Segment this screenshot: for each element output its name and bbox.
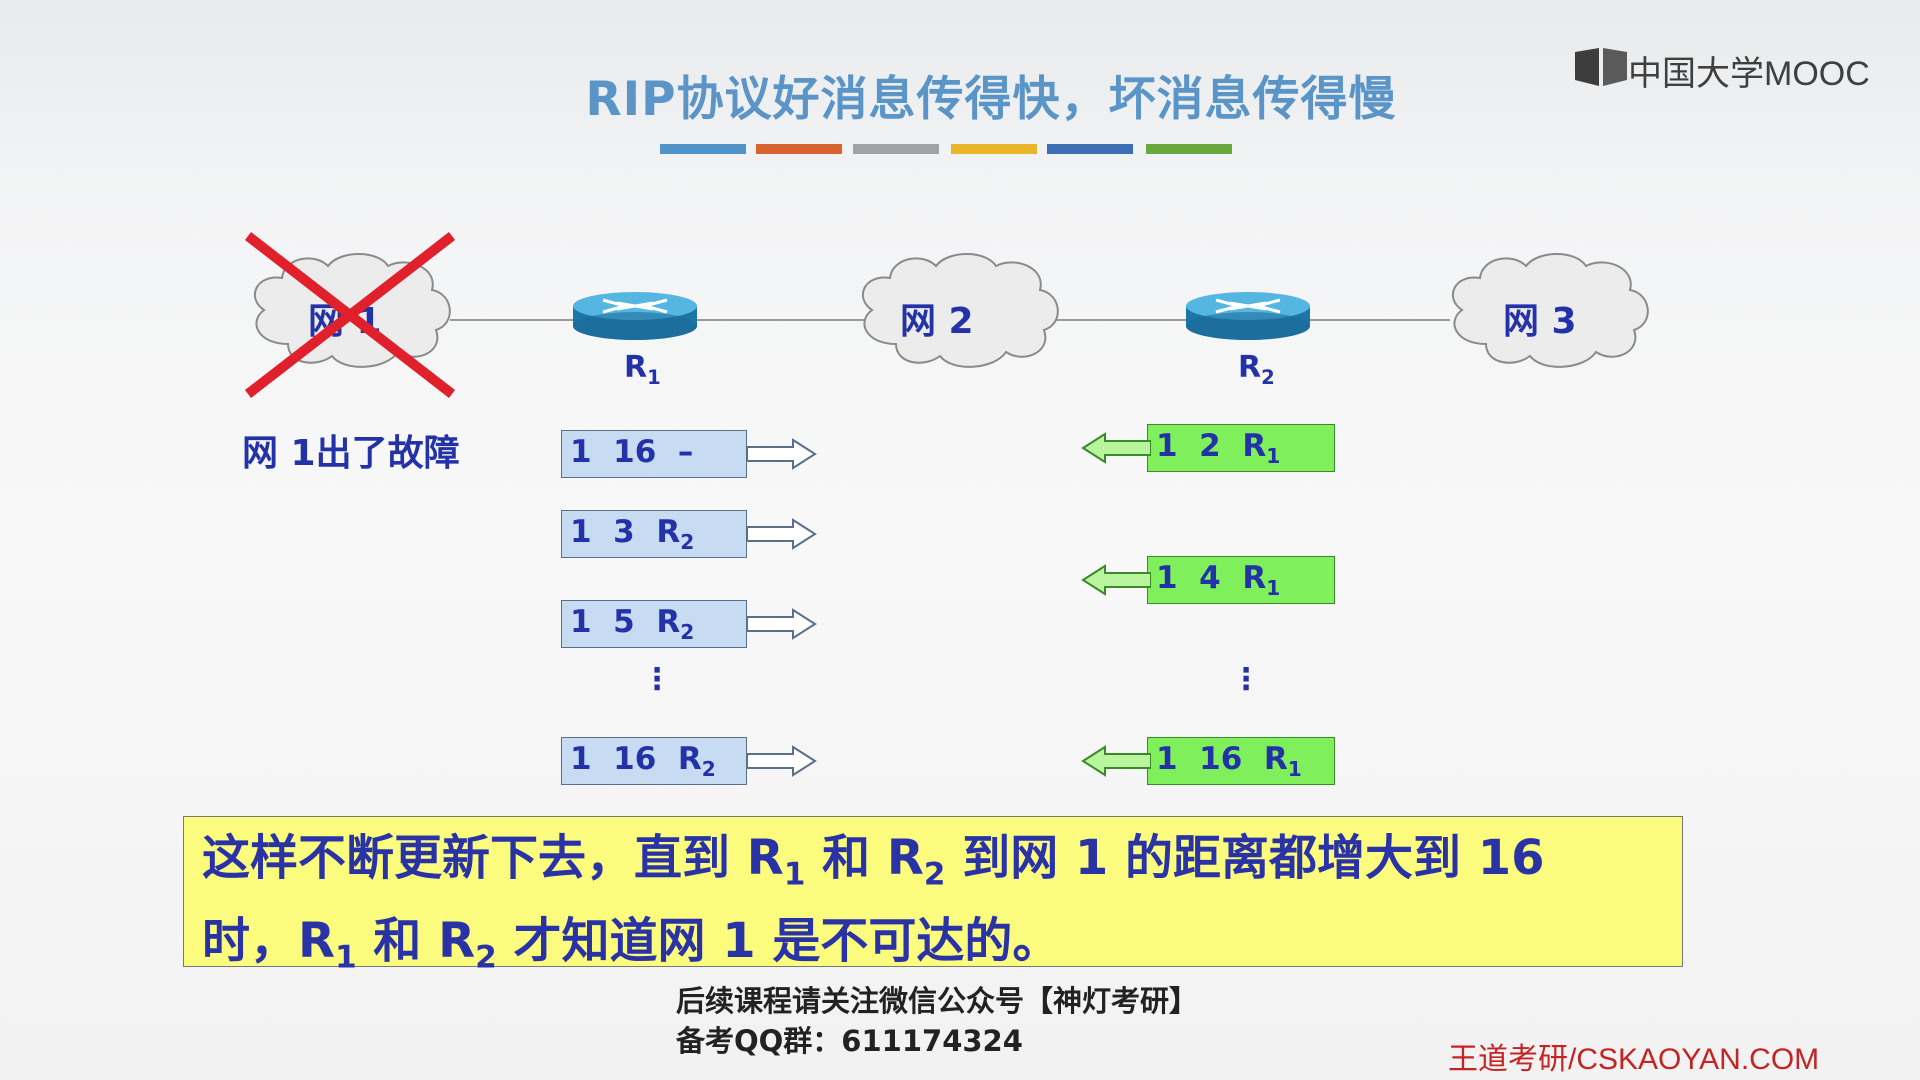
router-r2-icon — [1184, 290, 1312, 342]
router-r1-icon — [571, 290, 699, 342]
banner-line-2: 时，R1 和 R2 才知道网 1 是不可达的。 — [202, 912, 1061, 976]
r2-update-row: 1 16 R1 — [1147, 737, 1335, 785]
row-entry-text: 1 4 R1 — [1156, 559, 1281, 601]
arrow-right-icon — [747, 608, 817, 640]
cloud-label-net3: 网 3 — [1503, 301, 1577, 342]
row-entry-text: 1 2 R1 — [1156, 427, 1281, 469]
r1-ellipsis: ⋮ — [642, 662, 672, 697]
color-bar-segment — [660, 144, 746, 154]
failure-x-icon — [244, 232, 456, 398]
arrow-left-icon — [1081, 432, 1151, 464]
footer-qq: 备考QQ群：611174324 — [676, 1024, 1023, 1058]
color-bar-segment — [951, 144, 1037, 154]
color-bar-segment — [1047, 144, 1133, 154]
arrow-right-icon — [747, 745, 817, 777]
r1-update-row: 1 3 R2 — [561, 510, 747, 558]
network-diagram — [253, 253, 1649, 368]
slide-title: RIP协议好消息传得快，坏消息传得慢 — [585, 72, 1397, 127]
row-entry-text: 1 16 R2 — [570, 740, 716, 782]
row-entry-text: 1 5 R2 — [570, 603, 695, 645]
footer-wechat: 后续课程请关注微信公众号【神灯考研】 — [676, 984, 1199, 1018]
arrow-left-icon — [1081, 745, 1151, 777]
r2-update-row: 1 2 R1 — [1147, 424, 1335, 472]
cloud-label-net2: 网 2 — [900, 301, 974, 342]
banner-line-1: 这样不断更新下去，直到 R1 和 R2 到网 1 的距离都增大到 16 — [202, 830, 1545, 893]
color-bar-segment — [1146, 144, 1232, 154]
watermark: 王道考研/CSKAOYAN.COM — [1448, 1043, 1820, 1076]
r2-update-row: 1 4 R1 — [1147, 556, 1335, 604]
r1-update-row: 1 5 R2 — [561, 600, 747, 648]
row-entry-text: 1 3 R2 — [570, 513, 695, 555]
arrow-right-icon — [747, 438, 817, 470]
r2-ellipsis: ⋮ — [1231, 662, 1261, 697]
mooc-logo-text: 中国大学MOOC — [1628, 55, 1870, 93]
router-label-r2: R2 — [1238, 350, 1275, 389]
r1-update-row: 1 16 R2 — [561, 737, 747, 785]
explanation-banner: 这样不断更新下去，直到 R1 和 R2 到网 1 的距离都增大到 16 时，R1… — [183, 816, 1683, 975]
color-bar-segment — [853, 144, 939, 154]
row-entry-text: 1 16 – — [570, 433, 694, 470]
color-bar-segment — [756, 144, 842, 154]
r1-update-row: 1 16 – — [561, 430, 747, 478]
router-label-r1: R1 — [624, 350, 661, 389]
row-entry-text: 1 16 R1 — [1156, 740, 1302, 782]
arrow-right-icon — [747, 518, 817, 550]
fault-label: 网 1出了故障 — [242, 433, 460, 474]
arrow-left-icon — [1081, 564, 1151, 596]
mooc-logo-icon — [1575, 48, 1627, 86]
